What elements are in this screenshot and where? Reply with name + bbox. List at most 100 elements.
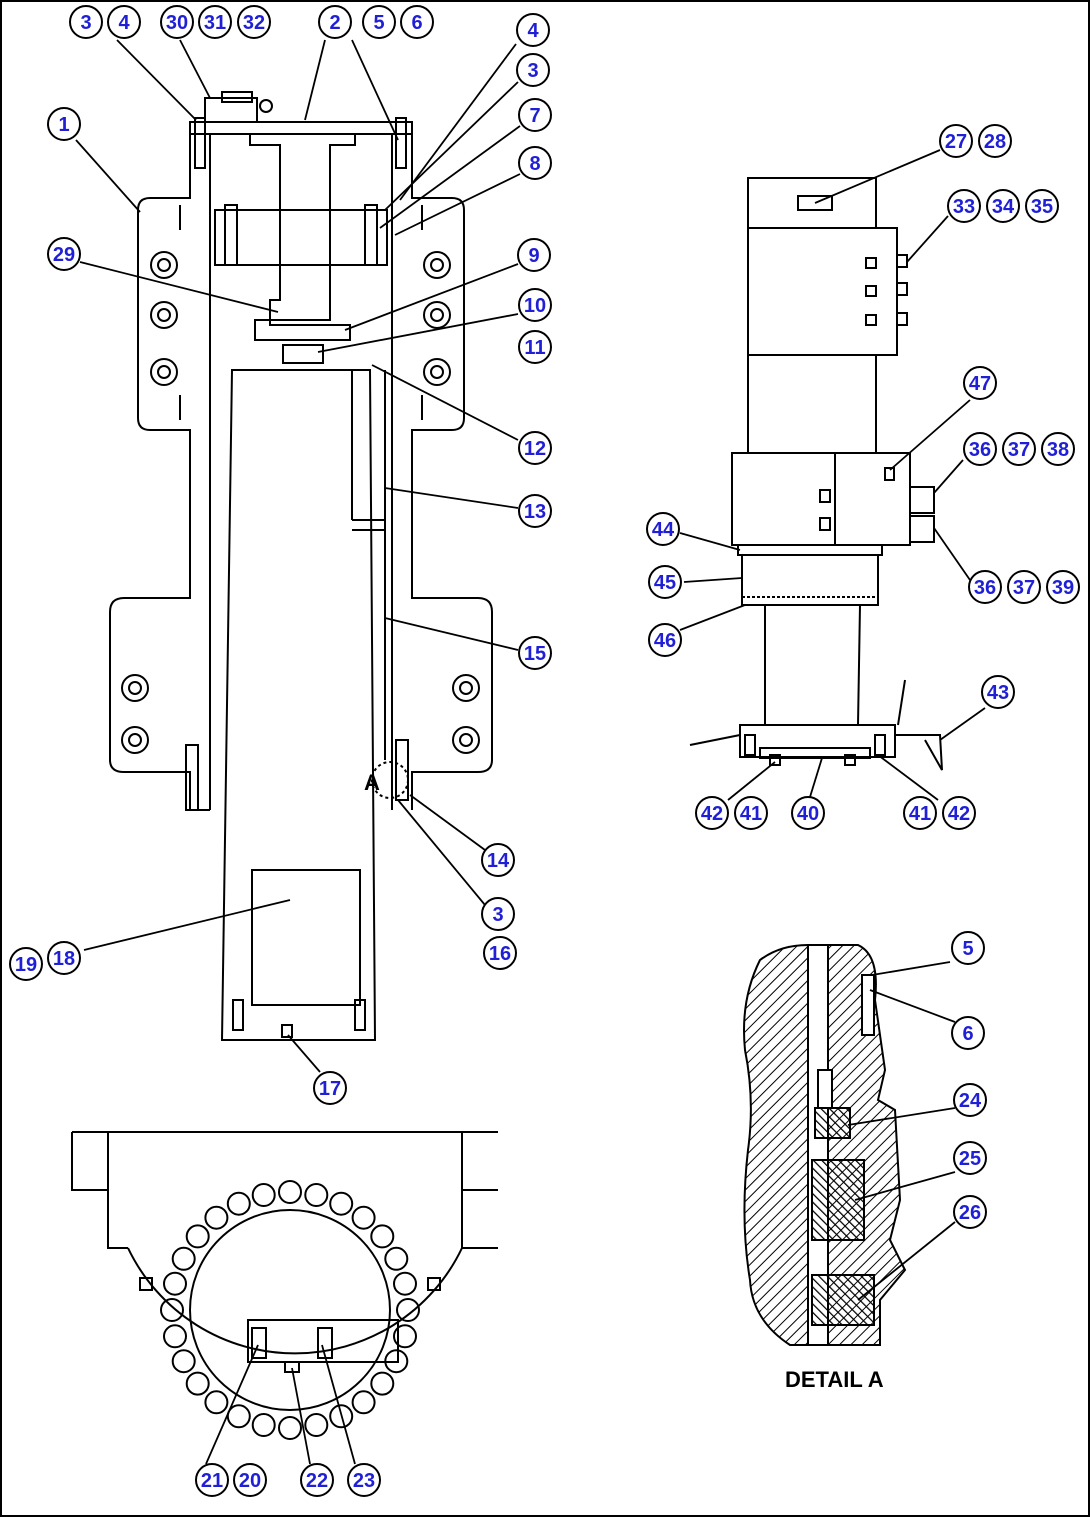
callout-36[interactable]: 36 xyxy=(963,432,997,466)
bolt-hole xyxy=(204,1390,229,1415)
callout-9[interactable]: 9 xyxy=(517,238,551,272)
callout-label: 5 xyxy=(962,938,973,960)
callout-39[interactable]: 39 xyxy=(1046,570,1080,604)
callout-1[interactable]: 1 xyxy=(47,107,81,141)
bolt-hole xyxy=(226,1191,251,1216)
callout-46[interactable]: 46 xyxy=(648,623,682,657)
callout-14[interactable]: 14 xyxy=(481,843,515,877)
callout-label: 36 xyxy=(974,577,996,599)
callout-6[interactable]: 6 xyxy=(400,5,434,39)
callout-33[interactable]: 33 xyxy=(947,189,981,223)
callout-label: 22 xyxy=(306,1470,328,1492)
bolt-hole xyxy=(393,1324,417,1349)
callout-30[interactable]: 30 xyxy=(160,5,194,39)
callout-42b[interactable]: 42 xyxy=(942,796,976,830)
callout-38[interactable]: 38 xyxy=(1041,432,1075,466)
bolt-hole xyxy=(163,1324,187,1349)
callout-3b[interactable]: 3 xyxy=(516,53,550,87)
callout-label: 12 xyxy=(524,438,546,460)
callout-6b[interactable]: 6 xyxy=(951,1016,985,1050)
callout-label: 32 xyxy=(243,12,265,34)
callout-label: 3 xyxy=(527,60,538,82)
callout-45[interactable]: 45 xyxy=(648,565,682,599)
callout-44[interactable]: 44 xyxy=(646,512,680,546)
callout-18[interactable]: 18 xyxy=(47,941,81,975)
side-view xyxy=(689,177,943,771)
detail-marker-text: A xyxy=(364,770,380,795)
callout-5b[interactable]: 5 xyxy=(951,931,985,965)
callout-label: 40 xyxy=(797,803,819,825)
callout-36b[interactable]: 36 xyxy=(968,570,1002,604)
callout-22[interactable]: 22 xyxy=(300,1463,334,1497)
bolt-hole xyxy=(351,1390,376,1415)
callout-16[interactable]: 16 xyxy=(483,936,517,970)
callout-label: 33 xyxy=(953,196,975,218)
callout-label: 41 xyxy=(740,803,762,825)
callout-label: 34 xyxy=(992,196,1015,218)
callout-label: 41 xyxy=(909,803,931,825)
callout-12[interactable]: 12 xyxy=(518,431,552,465)
callout-label: 38 xyxy=(1047,439,1069,461)
callout-4b[interactable]: 4 xyxy=(516,13,550,47)
callout-28[interactable]: 28 xyxy=(978,124,1012,158)
callout-label: 1 xyxy=(58,114,69,136)
callout-label: 6 xyxy=(411,12,422,34)
bolt-hole xyxy=(370,1224,395,1249)
bolt-hole xyxy=(185,1371,210,1396)
callout-24[interactable]: 24 xyxy=(953,1083,987,1117)
bolt-hole xyxy=(370,1371,395,1396)
callout-label: 29 xyxy=(53,244,75,266)
bolt-hole xyxy=(304,1413,329,1437)
callout-41[interactable]: 41 xyxy=(734,796,768,830)
callout-5[interactable]: 5 xyxy=(362,5,396,39)
callouts: 3 4 30 31 32 2 5 6 4 3 7 8 1 29 9 10 11 … xyxy=(9,5,1080,1497)
callout-label: 2 xyxy=(329,12,340,34)
callout-3[interactable]: 3 xyxy=(69,5,103,39)
callout-8[interactable]: 8 xyxy=(518,146,552,180)
callout-43[interactable]: 43 xyxy=(981,675,1015,709)
callout-21[interactable]: 21 xyxy=(195,1463,229,1497)
callout-26[interactable]: 26 xyxy=(953,1195,987,1229)
callout-label: 27 xyxy=(945,131,967,153)
callout-17[interactable]: 17 xyxy=(313,1071,347,1105)
callout-25[interactable]: 25 xyxy=(953,1141,987,1175)
callout-label: 39 xyxy=(1052,577,1074,599)
callout-40[interactable]: 40 xyxy=(791,796,825,830)
callout-20[interactable]: 20 xyxy=(233,1463,267,1497)
callout-31[interactable]: 31 xyxy=(198,5,232,39)
bolt-hole xyxy=(171,1246,196,1271)
callout-label: 31 xyxy=(204,12,226,34)
callout-41b[interactable]: 41 xyxy=(903,796,937,830)
callout-29[interactable]: 29 xyxy=(47,237,81,271)
callout-label: 26 xyxy=(959,1202,981,1224)
callout-37b[interactable]: 37 xyxy=(1007,570,1041,604)
callout-label: 43 xyxy=(987,682,1009,704)
callout-label: 6 xyxy=(962,1023,973,1045)
callout-34[interactable]: 34 xyxy=(986,189,1020,223)
callout-label: 35 xyxy=(1031,196,1053,218)
callout-label: 42 xyxy=(701,803,723,825)
callout-19[interactable]: 19 xyxy=(9,947,43,981)
bolt-hole xyxy=(251,1183,276,1207)
callout-15[interactable]: 15 xyxy=(518,636,552,670)
callout-4[interactable]: 4 xyxy=(107,5,141,39)
callout-32[interactable]: 32 xyxy=(237,5,271,39)
callout-label: 5 xyxy=(373,12,384,34)
callout-7[interactable]: 7 xyxy=(518,98,552,132)
callout-11[interactable]: 11 xyxy=(518,330,552,364)
leader-lines xyxy=(75,39,986,1465)
callout-3c[interactable]: 3 xyxy=(481,897,515,931)
callout-2[interactable]: 2 xyxy=(318,5,352,39)
callout-label: 37 xyxy=(1013,577,1035,599)
callout-label: 4 xyxy=(118,12,130,34)
callout-10[interactable]: 10 xyxy=(518,288,552,322)
callout-13[interactable]: 13 xyxy=(518,494,552,528)
callout-27[interactable]: 27 xyxy=(939,124,973,158)
callout-label: 25 xyxy=(959,1148,981,1170)
callout-35[interactable]: 35 xyxy=(1025,189,1059,223)
callout-47[interactable]: 47 xyxy=(963,366,997,400)
callout-label: 11 xyxy=(524,337,545,359)
callout-37[interactable]: 37 xyxy=(1002,432,1036,466)
callout-42[interactable]: 42 xyxy=(695,796,729,830)
callout-23[interactable]: 23 xyxy=(347,1463,381,1497)
